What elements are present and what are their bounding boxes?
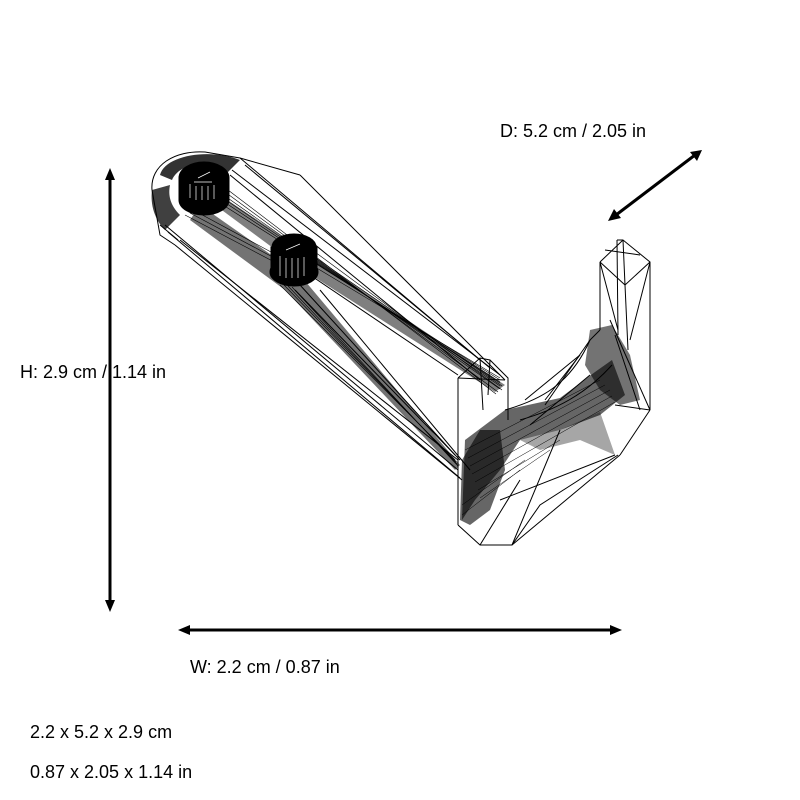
depth-label: D: 5.2 cm / 2.05 in	[500, 121, 647, 141]
summary-metric: 2.2 x 5.2 x 2.9 cm	[30, 722, 173, 742]
width-arrow	[178, 625, 622, 635]
boss-2	[269, 233, 319, 287]
summary-imperial: 0.87 x 2.05 x 1.14 in	[30, 762, 193, 782]
depth-arrow	[608, 150, 702, 221]
arm-end-cap	[151, 151, 301, 191]
height-label: H: 2.9 cm / 1.14 in	[20, 362, 167, 382]
width-label: W: 2.2 cm / 0.87 in	[190, 657, 340, 677]
height-arrow	[105, 168, 115, 612]
boss-1	[178, 161, 230, 216]
